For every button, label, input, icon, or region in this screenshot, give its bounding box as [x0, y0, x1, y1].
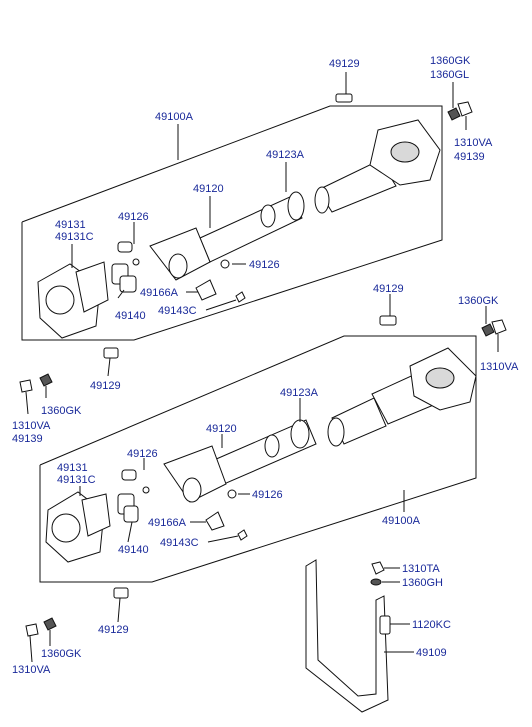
strap-nut: [371, 561, 385, 575]
label-upper-nut-b: 49139: [12, 433, 43, 445]
lower-grease-fitting: [121, 469, 137, 481]
label-upper-flange-b: 49131C: [55, 231, 94, 243]
label-strap-bolt: 1120KC: [412, 619, 451, 631]
upper-bottom-bolt: [103, 347, 119, 359]
lower-top-nut: [491, 319, 507, 335]
label-upper-bearing: 49123A: [266, 149, 305, 161]
upper-frame: [21, 105, 443, 341]
label-lower-assembly: 49100A: [382, 515, 421, 527]
lower-frame: [39, 335, 477, 583]
label-upper-washer: 1360GK: [41, 405, 82, 417]
upper-bottom-nut: [19, 379, 33, 393]
upper-shaft: [149, 119, 441, 281]
strap-bolt: [379, 615, 391, 635]
label-lower-flange-b: 49131C: [57, 474, 96, 486]
label-lower-screw: 49143C: [160, 537, 199, 549]
label-upper-grease-2: 49126: [249, 259, 280, 271]
upper-flange-yoke: [37, 261, 109, 339]
lower-shaft: [163, 347, 477, 503]
upper-top-washer: [447, 107, 461, 121]
lower-screw: [237, 529, 248, 541]
lower-bottom-washer: [43, 617, 57, 631]
lower-grease-nipple-2: [227, 489, 237, 499]
label-lower-grease-2: 49126: [252, 489, 283, 501]
label-lower-washer: 1360GK: [41, 648, 82, 660]
label-lower-nut-top: 1310VA: [480, 361, 519, 373]
label-strap-nut: 1310TA: [402, 563, 440, 575]
label-strap-washer: 1360GH: [402, 577, 443, 589]
label-upper-nut-top-c: 1310VA: [454, 137, 493, 149]
upper-spider: [111, 263, 137, 293]
label-lower-washer-top: 1360GK: [458, 295, 499, 307]
label-lower-yoke-shaft: 49120: [206, 423, 237, 435]
label-lower-bolt-top: 49129: [373, 283, 404, 295]
label-upper-flange-a: 49131: [55, 219, 86, 231]
strap: [305, 559, 389, 713]
upper-screw: [235, 291, 246, 303]
lower-bottom-nut: [25, 623, 39, 637]
label-lower-bearing: 49123A: [280, 387, 319, 399]
label-upper-bolt-top: 49129: [329, 58, 360, 70]
strap-washer: [370, 578, 382, 586]
label-upper-nut-top-a: 1360GK: [430, 55, 471, 67]
lower-clip: [205, 511, 225, 531]
upper-top-bolt: [335, 93, 353, 103]
label-lower-clip: 49166A: [148, 517, 187, 529]
lower-bottom-bolt: [113, 587, 129, 599]
upper-grease-nipple: [132, 258, 140, 266]
lower-top-washer: [481, 323, 495, 337]
label-upper-grease: 49126: [118, 211, 149, 223]
upper-bottom-washer: [39, 373, 53, 387]
upper-clip: [195, 279, 217, 301]
label-upper-nut-top-b: 1360GL: [430, 69, 469, 81]
lower-top-bolt: [379, 315, 397, 326]
lower-flange-yoke: [45, 491, 111, 563]
upper-assembly: [19, 72, 473, 415]
upper-top-nut: [457, 101, 473, 117]
label-upper-assembly: 49100A: [155, 111, 194, 123]
label-strap: 49109: [416, 647, 447, 659]
lower-grease-nipple: [142, 486, 150, 494]
label-lower-nut: 1310VA: [12, 664, 51, 676]
upper-grease-nipple-2: [220, 259, 230, 269]
label-upper-yoke-shaft: 49120: [193, 183, 224, 195]
label-lower-spider: 49140: [118, 544, 149, 556]
label-upper-nut-a: 1310VA: [12, 420, 51, 432]
label-upper-clip: 49166A: [140, 287, 179, 299]
label-lower-bolt-bottom: 49129: [98, 624, 129, 636]
lower-assembly: [25, 294, 507, 663]
label-lower-grease: 49126: [127, 448, 158, 460]
label-upper-spider: 49140: [115, 310, 146, 322]
strap-assembly: [305, 559, 414, 713]
label-upper-bolt-bottom: 49129: [90, 380, 121, 392]
label-lower-flange-a: 49131: [57, 462, 88, 474]
label-upper-nut-top-d: 49139: [454, 151, 485, 163]
upper-grease-fitting: [117, 241, 133, 253]
label-upper-screw: 49143C: [158, 305, 197, 317]
lower-spider: [117, 493, 139, 523]
